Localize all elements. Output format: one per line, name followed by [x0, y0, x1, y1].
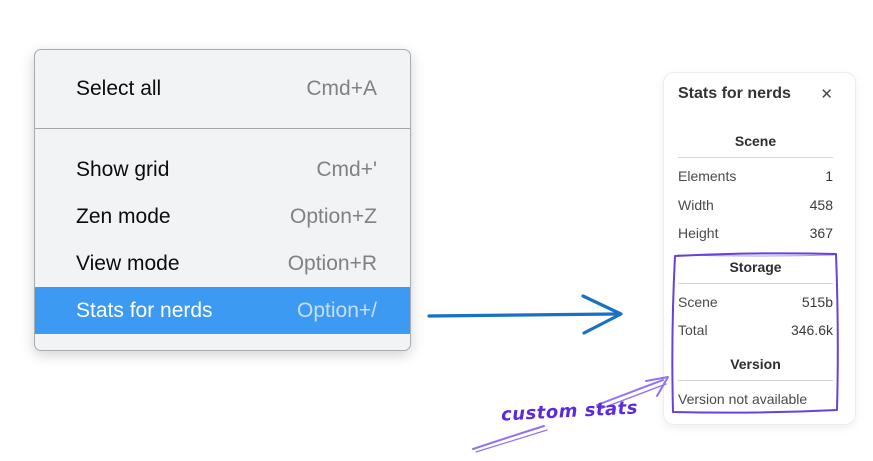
flow-arrow: [427, 294, 623, 335]
stat-label: Height: [678, 225, 719, 241]
menu-item-show-grid[interactable]: Show grid Cmd+': [35, 146, 410, 193]
menu-item-label: View mode: [76, 251, 180, 275]
stat-value: 367: [809, 225, 833, 241]
menu-item-label: Show grid: [76, 157, 170, 181]
section-heading-scene: Scene: [734, 133, 777, 149]
section-divider: [678, 379, 833, 381]
menu-item-stats-for-nerds[interactable]: Stats for nerds Option+/: [35, 287, 410, 334]
stat-value: 1: [825, 168, 833, 184]
annotation-label: custom stats: [500, 397, 639, 426]
stat-label: Total: [678, 322, 708, 338]
stat-row-elements: Elements 1: [678, 162, 833, 191]
stat-label: Width: [678, 196, 714, 213]
menu-item-view-mode[interactable]: View mode Option+R: [35, 240, 410, 287]
menu-item-shortcut: Cmd+A: [306, 77, 377, 100]
menu-item-label: Stats for nerds: [76, 298, 213, 322]
stats-panel-header: Stats for nerds ✕: [678, 75, 833, 113]
stat-value: 346.6k: [790, 322, 833, 338]
stat-row-scene-storage: Scene 515b: [678, 288, 833, 317]
menu-item-zen-mode[interactable]: Zen mode Option+Z: [35, 193, 410, 240]
section-divider: [678, 282, 833, 284]
section-heading-version: Version: [730, 355, 781, 372]
stat-label: Elements: [678, 168, 737, 184]
context-menu: Select all Cmd+A Show grid Cmd+' Zen mod…: [34, 49, 411, 351]
menu-item-shortcut: Option+/: [297, 298, 377, 322]
stat-value: 458: [809, 196, 833, 213]
menu-item-shortcut: Option+R: [287, 251, 377, 275]
stat-label: Scene: [678, 293, 718, 310]
menu-item-shortcut: Option+Z: [290, 204, 377, 228]
menu-divider-gap: [35, 129, 410, 146]
version-note: Version not available: [678, 390, 808, 407]
menu-item-select-all[interactable]: Select all Cmd+A: [35, 50, 410, 129]
menu-item-label: Select all: [76, 77, 162, 100]
stat-row-height: Height 367: [678, 219, 833, 248]
stat-row-width: Width 458: [678, 191, 833, 220]
close-icon[interactable]: ✕: [820, 85, 833, 103]
stats-panel: Stats for nerds ✕ Scene Elements 1 Width…: [664, 73, 855, 424]
menu-item-label: Zen mode: [76, 204, 171, 228]
menu-item-shortcut: Cmd+': [316, 157, 377, 181]
section-heading-storage: Storage: [729, 258, 782, 275]
stat-value: 515b: [801, 293, 833, 310]
stats-panel-title: Stats for nerds: [678, 85, 791, 102]
section-divider: [678, 157, 833, 158]
stat-row-total-storage: Total 346.6k: [678, 316, 833, 345]
